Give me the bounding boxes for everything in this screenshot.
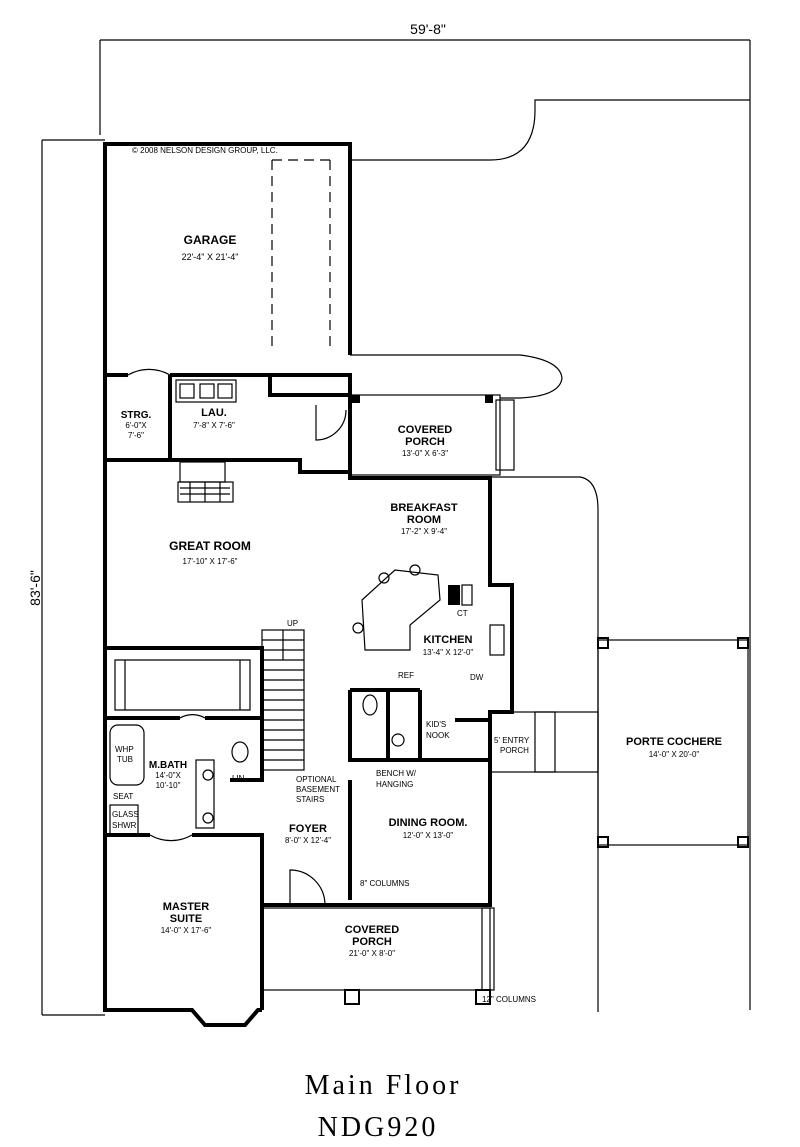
kitchen-island bbox=[352, 564, 505, 656]
fireplace bbox=[177, 461, 234, 503]
porte-cochere-structure bbox=[489, 637, 749, 848]
width-dimension: 59'-8" bbox=[99, 21, 751, 1010]
title-main-floor: Main Floor bbox=[305, 1070, 462, 1101]
porte-cochere-label: PORTE COCHERE bbox=[626, 736, 722, 748]
foyer-size: 8'-0" X 12'-4" bbox=[285, 836, 331, 845]
width-label: 59'-8" bbox=[410, 21, 446, 37]
dining-size: 12'-0" X 13'-0" bbox=[403, 831, 454, 840]
bath-fixtures bbox=[109, 694, 405, 836]
front-porch-size: 21'-0" X 8'-0" bbox=[349, 949, 395, 958]
kitchen-label: KITCHEN bbox=[424, 634, 473, 646]
seat-note: SEAT bbox=[113, 792, 133, 801]
laundry-size: 7'-8" X 7'-6" bbox=[193, 421, 235, 430]
rear-porch-label-2: PORCH bbox=[405, 436, 445, 448]
optional-stairs-note-1: OPTIONAL bbox=[296, 775, 337, 784]
rear-porch-structure bbox=[349, 394, 515, 476]
depth-dimension: 83'-6" bbox=[27, 139, 105, 1016]
master-bath-label: M.BATH bbox=[149, 760, 187, 771]
master-bath-size-2: 10'-10" bbox=[156, 781, 181, 790]
storage-size-1: 6'-0"X bbox=[125, 421, 147, 430]
dw-note: DW bbox=[470, 673, 484, 682]
foyer-label: FOYER bbox=[289, 823, 327, 835]
ref-note: REF bbox=[398, 671, 414, 680]
master-closet bbox=[114, 659, 251, 711]
kids-nook-note-2: NOOK bbox=[426, 731, 450, 740]
stair-up-note: UP bbox=[287, 619, 298, 628]
title-plan-number: NDG920 bbox=[318, 1112, 439, 1143]
master-suite-label-1: MASTER bbox=[163, 901, 210, 913]
optional-stairs-note-2: BASEMENT bbox=[296, 785, 340, 794]
main-stair bbox=[261, 629, 305, 771]
laundry-fixtures bbox=[175, 379, 237, 403]
breakfast-label-1: BREAKFAST bbox=[390, 502, 458, 514]
door-swings bbox=[127, 368, 347, 906]
front-porch-label-1: COVERED bbox=[345, 924, 399, 936]
front-porch-structure bbox=[261, 907, 495, 1005]
optional-stairs-note-3: STAIRS bbox=[296, 795, 324, 804]
kitchen-size: 13'-4" X 12'-0" bbox=[423, 648, 474, 657]
columns-8-note: 8" COLUMNS bbox=[360, 879, 410, 888]
exterior-walls bbox=[103, 142, 514, 1027]
garage-door-outline bbox=[271, 159, 331, 350]
great-room-label: GREAT ROOM bbox=[169, 539, 251, 553]
entry-porch-note-1: 5' ENTRY bbox=[494, 736, 530, 745]
glass-shower-note-2: SHWR bbox=[112, 821, 137, 830]
garage-label: GARAGE bbox=[184, 233, 237, 247]
copyright-notice: © 2008 NELSON DESIGN GROUP, LLC. bbox=[132, 146, 278, 155]
columns-12-note: 12" COLUMNS bbox=[482, 995, 536, 1004]
rear-porch-size: 13'-0" X 6'-3" bbox=[402, 449, 448, 458]
breakfast-size: 17'-2" X 9'-4" bbox=[401, 527, 447, 536]
depth-label: 83'-6" bbox=[27, 570, 43, 606]
ct-note: CT bbox=[457, 609, 468, 618]
porte-cochere-size: 14'-0" X 20'-0" bbox=[649, 750, 700, 759]
dining-label: DINING ROOM. bbox=[389, 817, 468, 829]
master-suite-size: 14'-0" X 17'-6" bbox=[161, 926, 212, 935]
master-bath-size-1: 14'-0"X bbox=[155, 771, 181, 780]
entry-porch-note-2: PORCH bbox=[500, 746, 529, 755]
linen-note: LIN. bbox=[232, 774, 247, 783]
whirlpool-note-2: TUB bbox=[117, 755, 133, 764]
glass-shower-note-1: GLASS bbox=[112, 810, 139, 819]
whirlpool-note-1: WHP bbox=[115, 745, 134, 754]
great-room-size: 17'-10" X 17'-6" bbox=[183, 557, 238, 566]
garage-size: 22'-4" X 21'-4" bbox=[182, 252, 239, 262]
laundry-label: LAU. bbox=[201, 407, 227, 419]
bench-note-2: HANGING bbox=[376, 780, 413, 789]
front-porch-label-2: PORCH bbox=[352, 936, 392, 948]
kids-nook-note-1: KID'S bbox=[426, 720, 446, 729]
master-suite-label-2: SUITE bbox=[170, 913, 202, 925]
bench-note-1: BENCH W/ bbox=[376, 769, 417, 778]
storage-label: STRG. bbox=[121, 410, 152, 421]
driveway-lines bbox=[350, 99, 750, 1012]
storage-size-2: 7'-6" bbox=[128, 431, 144, 440]
breakfast-label-2: ROOM bbox=[407, 514, 441, 526]
rear-porch-label-1: COVERED bbox=[398, 424, 452, 436]
